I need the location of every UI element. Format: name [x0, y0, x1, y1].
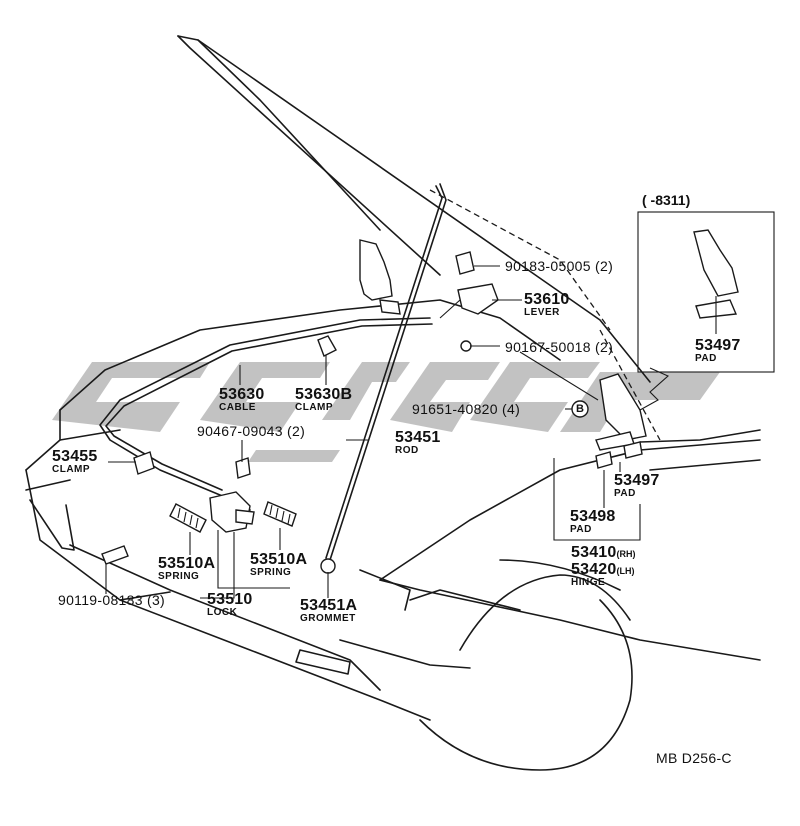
part-label-53630: 53630 CABLE [219, 387, 265, 413]
part-label-53610: 53610 LEVER [524, 292, 570, 318]
hood-bracket-upper [317, 239, 401, 357]
leader-lines [105, 265, 717, 599]
part-number: 53410 [571, 544, 617, 561]
part-name: CABLE [219, 402, 256, 413]
part-number: 90119-08183 [58, 592, 143, 608]
part-number: 53451A [300, 597, 358, 614]
part-label-90119-08183: 90119-08183 (3) [58, 593, 165, 607]
part-label-53510: 53510 LOCK [207, 592, 253, 618]
part-label-53497-inset: 53497 PAD [695, 338, 741, 364]
part-name: SPRING [158, 571, 200, 582]
part-label-53510A-right: 53510A SPRING [250, 552, 307, 578]
lever-assembly [439, 251, 499, 352]
part-number: 53510A [158, 555, 216, 572]
part-number: 90183-05005 [505, 258, 591, 274]
part-label-53451: 53451 ROD [395, 430, 441, 456]
part-label-53420: 53420(LH) HINGE [571, 562, 635, 588]
part-number: 53455 [52, 448, 98, 465]
part-label-53498: 53498 PAD [570, 509, 616, 535]
hinge-assembly [571, 367, 670, 469]
part-suffix: (RH) [616, 549, 636, 559]
hood-outline [59, 35, 661, 441]
part-label-53410: 53410(RH) [571, 545, 636, 561]
part-number: 53451 [395, 429, 441, 446]
part-label-53630B: 53630B CLAMP [295, 387, 352, 413]
part-label-90467-09043: 90467-09043 (2) [197, 424, 305, 438]
part-qty: (3) [147, 592, 166, 608]
part-suffix: (LH) [616, 566, 635, 576]
part-qty: (2) [287, 423, 306, 439]
part-number: 53510A [250, 551, 308, 568]
part-label-53451A: 53451A GROMMET [300, 598, 357, 624]
car-body [25, 429, 761, 771]
part-label-91651-40820: 91651-40820 (4) [412, 402, 520, 416]
part-name: CLAMP [295, 402, 334, 413]
part-name: SPRING [250, 567, 292, 578]
part-label-53455: 53455 CLAMP [52, 449, 98, 475]
part-number: 53497 [695, 337, 741, 354]
part-label-90183-05005: 90183-05005 (2) [505, 259, 613, 273]
part-number: 53497 [614, 472, 660, 489]
part-number: 53498 [570, 508, 616, 525]
part-qty: (2) [595, 258, 614, 274]
part-qty: (2) [595, 339, 614, 355]
diagram-code: MB D256-C [656, 750, 732, 766]
part-qty: (4) [502, 401, 521, 417]
part-name: PAD [570, 524, 592, 535]
part-number: 53420 [571, 561, 617, 578]
part-number: 53610 [524, 291, 570, 308]
part-name: LEVER [524, 307, 560, 318]
part-name: ROD [395, 445, 419, 456]
part-name: GROMMET [300, 613, 356, 624]
part-name: PAD [614, 488, 636, 499]
part-label-53497: 53497 PAD [614, 473, 660, 499]
part-number: 53630B [295, 386, 353, 403]
lock-assembly [101, 451, 297, 565]
bolt-b-symbol: B [576, 403, 584, 415]
part-number: 91651-40820 [412, 401, 498, 417]
part-number: 53510 [207, 591, 253, 608]
part-name: LOCK [207, 607, 238, 618]
part-number: 53630 [219, 386, 265, 403]
part-label-53510A-left: 53510A SPRING [158, 556, 215, 582]
part-number: 90167-50018 [505, 339, 591, 355]
part-name: HINGE [571, 577, 606, 588]
part-name: CLAMP [52, 464, 91, 475]
part-name: PAD [695, 353, 717, 364]
inset-range-label: ( -8311) [642, 192, 691, 208]
part-number: 90467-09043 [197, 423, 283, 439]
part-label-90167-50018: 90167-50018 (2) [505, 340, 613, 354]
watermark-logo [52, 362, 720, 462]
